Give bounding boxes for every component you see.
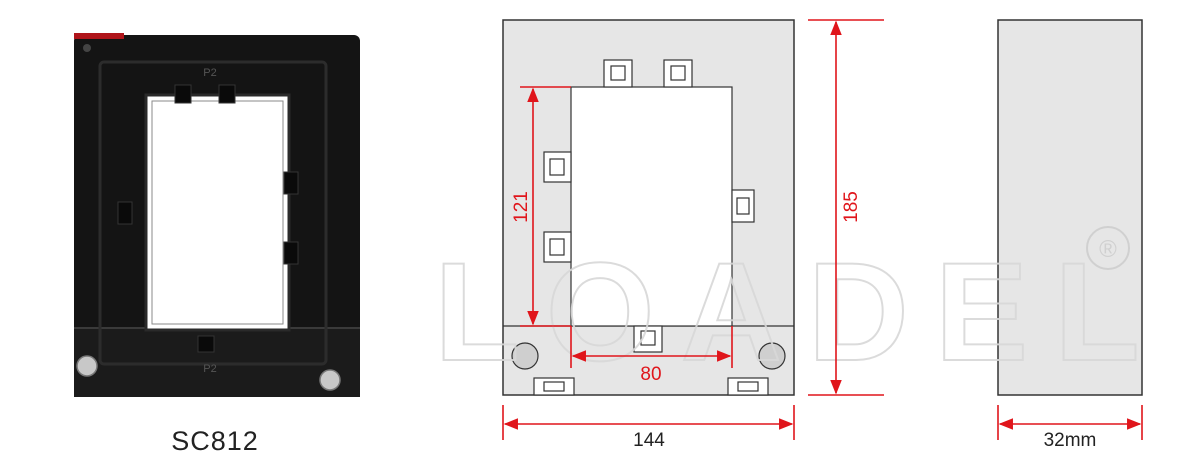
watermark: LOADEL ®: [433, 226, 1166, 391]
dim-window-width: 80: [640, 364, 661, 385]
screw-icon: [319, 369, 341, 391]
registered-mark: ®: [1099, 236, 1117, 263]
screw-icon: [511, 342, 539, 370]
side-view-drawing: [997, 19, 1143, 396]
screw-icon: [758, 342, 786, 370]
product-photo: P2 P2: [74, 33, 360, 397]
housing-label-bottom: P2: [203, 363, 216, 375]
housing-label-top: P2: [203, 67, 216, 79]
dim-overall-height: 185: [841, 191, 862, 223]
watermark-text: LOADEL: [434, 233, 1166, 390]
front-view-drawing: [502, 19, 795, 396]
screw-icon: [76, 355, 98, 377]
terminal-icon: [83, 44, 91, 52]
dim-overall-width: 144: [633, 430, 665, 451]
dim-depth: 32mm: [1044, 430, 1097, 451]
model-name: SC812: [171, 426, 259, 456]
dim-window-height: 121: [511, 191, 532, 223]
